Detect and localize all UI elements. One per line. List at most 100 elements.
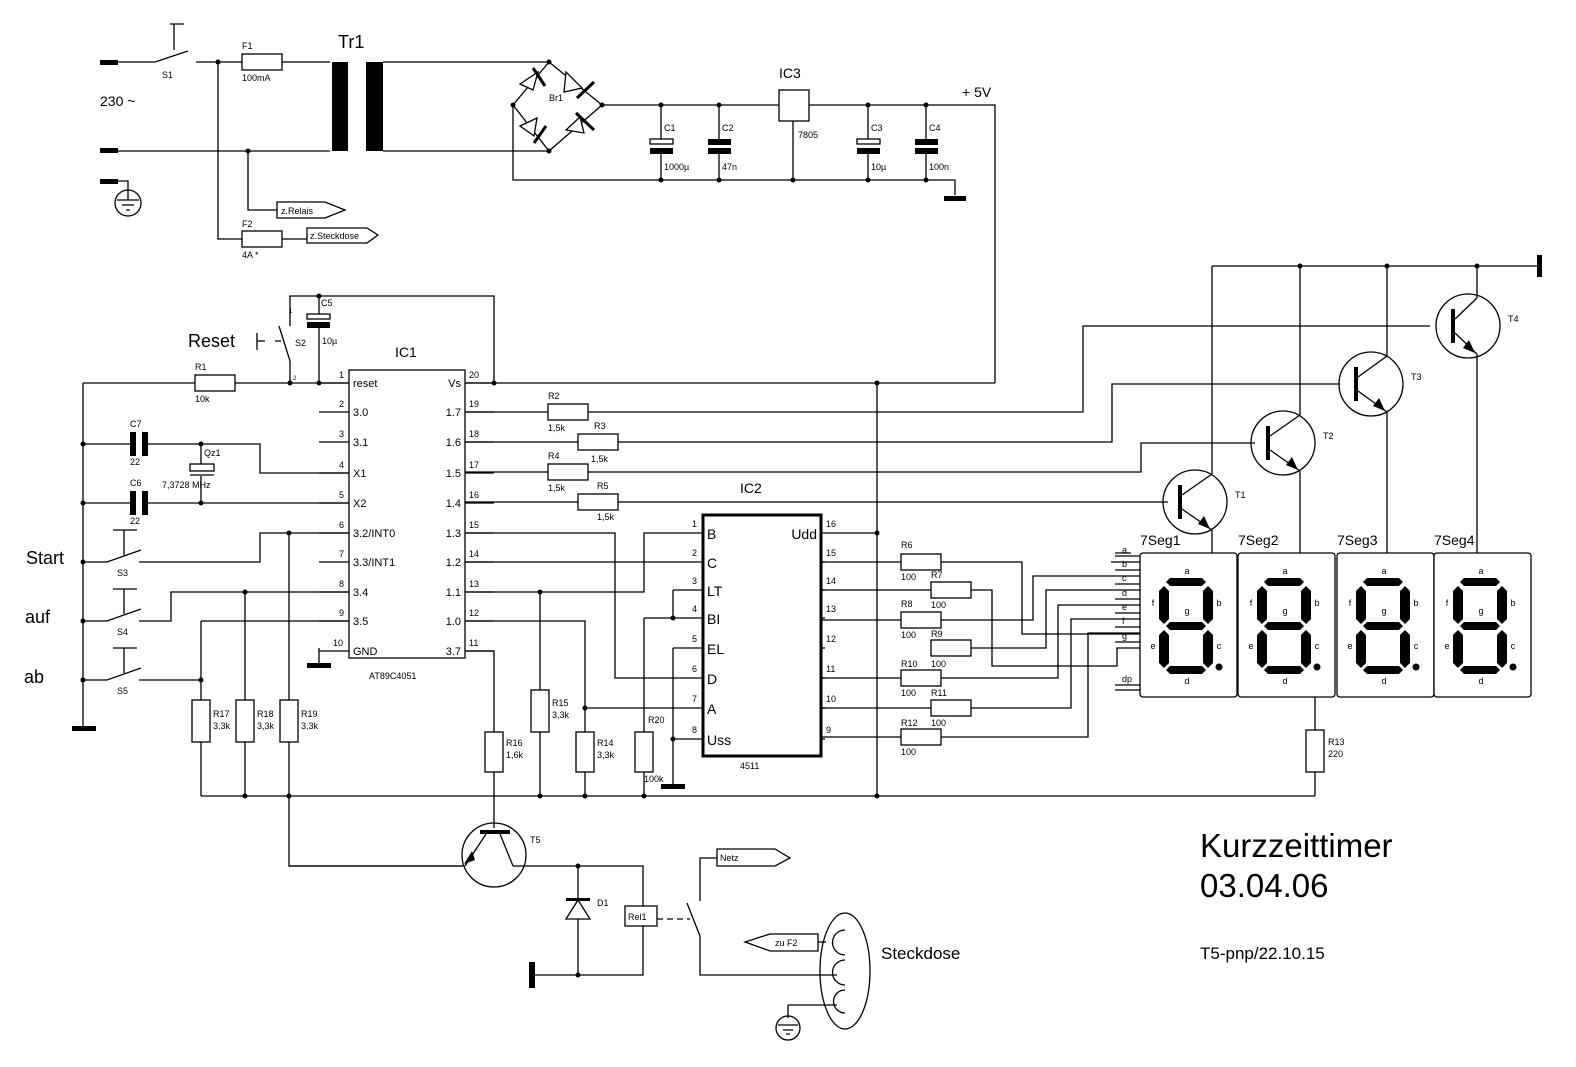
reset-actuator (256, 333, 281, 350)
switch-s5[interactable]: S5 (80, 647, 202, 696)
c5-ref: C5 (321, 298, 333, 308)
bridge-outline (512, 61, 604, 152)
ic1-part: AT89C4051 (369, 671, 416, 681)
resistor-r18 (235, 699, 255, 743)
ic2-part: 4511 (740, 761, 759, 771)
segment-letter: e (1248, 641, 1253, 651)
ic1-pin-name: 1.5 (446, 468, 461, 480)
ic2-body (701, 513, 823, 758)
ic1-pin-number: 16 (469, 490, 479, 500)
r17-value: 3,3k (213, 721, 231, 731)
ic2-pin-number: 9 (826, 725, 831, 735)
fuse-f2-ref: F2 (242, 219, 253, 229)
s1-label: S1 (162, 70, 173, 80)
ic1-pin-name: reset (353, 378, 377, 390)
c7-value: 22 (130, 457, 140, 467)
wire-1-6 (465, 383, 1340, 443)
segment-letter: a (1184, 566, 1189, 576)
transistor-leads (1181, 473, 1213, 531)
segment-input-label: dp (1122, 674, 1132, 684)
capacitor-c4: C4 100n (915, 102, 949, 183)
ic1-body (348, 369, 466, 659)
r2-value: 1,5k (548, 423, 566, 433)
switch-s3[interactable]: S3 (80, 529, 350, 578)
socket-contacts (831, 929, 846, 1014)
wire-seg-b (971, 589, 1140, 649)
r18-ref: R18 (257, 709, 274, 719)
r6-ref: R6 (901, 540, 913, 550)
gnd-rail-wire (512, 105, 956, 195)
ic2-pin-number: 15 (826, 548, 836, 558)
wire-1-1-to-b (465, 532, 703, 593)
port-netz (716, 848, 792, 867)
ic1-pin-name: 3.2/INT0 (353, 528, 395, 540)
r4-ref: R4 (548, 451, 560, 461)
resistor-r16 (484, 731, 504, 773)
t5-label: T5 (530, 835, 541, 845)
segment-d (1460, 666, 1500, 674)
dc-rail-wire (602, 104, 996, 383)
segment-letter: b (1510, 598, 1515, 608)
secondary-wires (383, 61, 549, 152)
r16-ref: R16 (506, 738, 523, 748)
segment-letter: a (1282, 566, 1287, 576)
wire-3-7 (465, 650, 495, 828)
ic1-pin-name: GND (353, 646, 378, 658)
resistor-r12 (900, 728, 942, 746)
segment-input-label: b (1122, 559, 1127, 569)
t5-base (480, 830, 510, 834)
r14-value: 3,3k (597, 750, 615, 760)
title-date: 03.04.06 (1200, 867, 1328, 904)
t5-wires (289, 833, 644, 976)
mains-terminal-pe (100, 179, 118, 184)
r2-ref: R2 (548, 391, 560, 401)
ic1-pin-name: X1 (353, 468, 366, 480)
relais-feed-wire (247, 151, 277, 211)
segment-c (1400, 630, 1410, 668)
junction (670, 736, 676, 742)
transistor-t4: T4 (1435, 266, 1519, 553)
port-zu-f2 (742, 933, 819, 952)
buttons: Start auf ab S3 S4 S5 R17 3,3k R18 3,3k … (24, 529, 1315, 867)
r11-ref: R11 (931, 688, 947, 698)
mains-section: 230 ~ S1 F1 100mA z.Relais F2 4A * z.Ste… (100, 23, 549, 260)
ic1-pin-number: 12 (469, 608, 479, 618)
display-label: 7Seg2 (1238, 532, 1279, 548)
switch-s4[interactable]: S4 (80, 588, 350, 637)
s3-label: S3 (117, 568, 128, 578)
c3-ref: C3 (871, 123, 883, 133)
regulator-ref: IC3 (779, 65, 801, 81)
ic2-pin-number: 5 (692, 634, 697, 644)
transistor-t1: T1 (1162, 266, 1246, 553)
segment-a (1166, 578, 1206, 586)
socket-label: Steckdose (881, 944, 960, 963)
ic1-pin-name: 3.5 (353, 616, 368, 628)
resistor-r2 (547, 403, 589, 421)
regulator-section: C1 1000µ C2 47n IC3 7805 C3 10µ C4 100n (649, 65, 992, 183)
diode-icon (518, 116, 548, 144)
wire-seg-d (821, 618, 1140, 709)
port-z-relais (276, 201, 347, 219)
earth-ground-bars (778, 1024, 798, 1035)
transistor-label: T1 (1235, 490, 1246, 500)
port-z-steckdose (306, 227, 380, 244)
transistor-leads (1269, 414, 1301, 472)
segment-input-label: a (1122, 545, 1127, 555)
pe-wire (118, 180, 129, 200)
resistor-r19 (279, 699, 299, 743)
transistor-emitter-arrow (1286, 457, 1298, 470)
segment-dp (1412, 663, 1420, 671)
segment-letter: f (1349, 598, 1352, 608)
segment-f (1356, 586, 1366, 624)
segment-b (1301, 586, 1311, 624)
r20-ref: R20 (648, 715, 665, 725)
resistor-r9 (930, 639, 972, 657)
ic1-pin-name: 3.3/INT1 (353, 557, 395, 569)
transformer-ref: Tr1 (338, 32, 364, 52)
capacitor-c6 (130, 491, 136, 515)
c2-ref: C2 (722, 123, 734, 133)
xtal-wires (83, 443, 349, 504)
